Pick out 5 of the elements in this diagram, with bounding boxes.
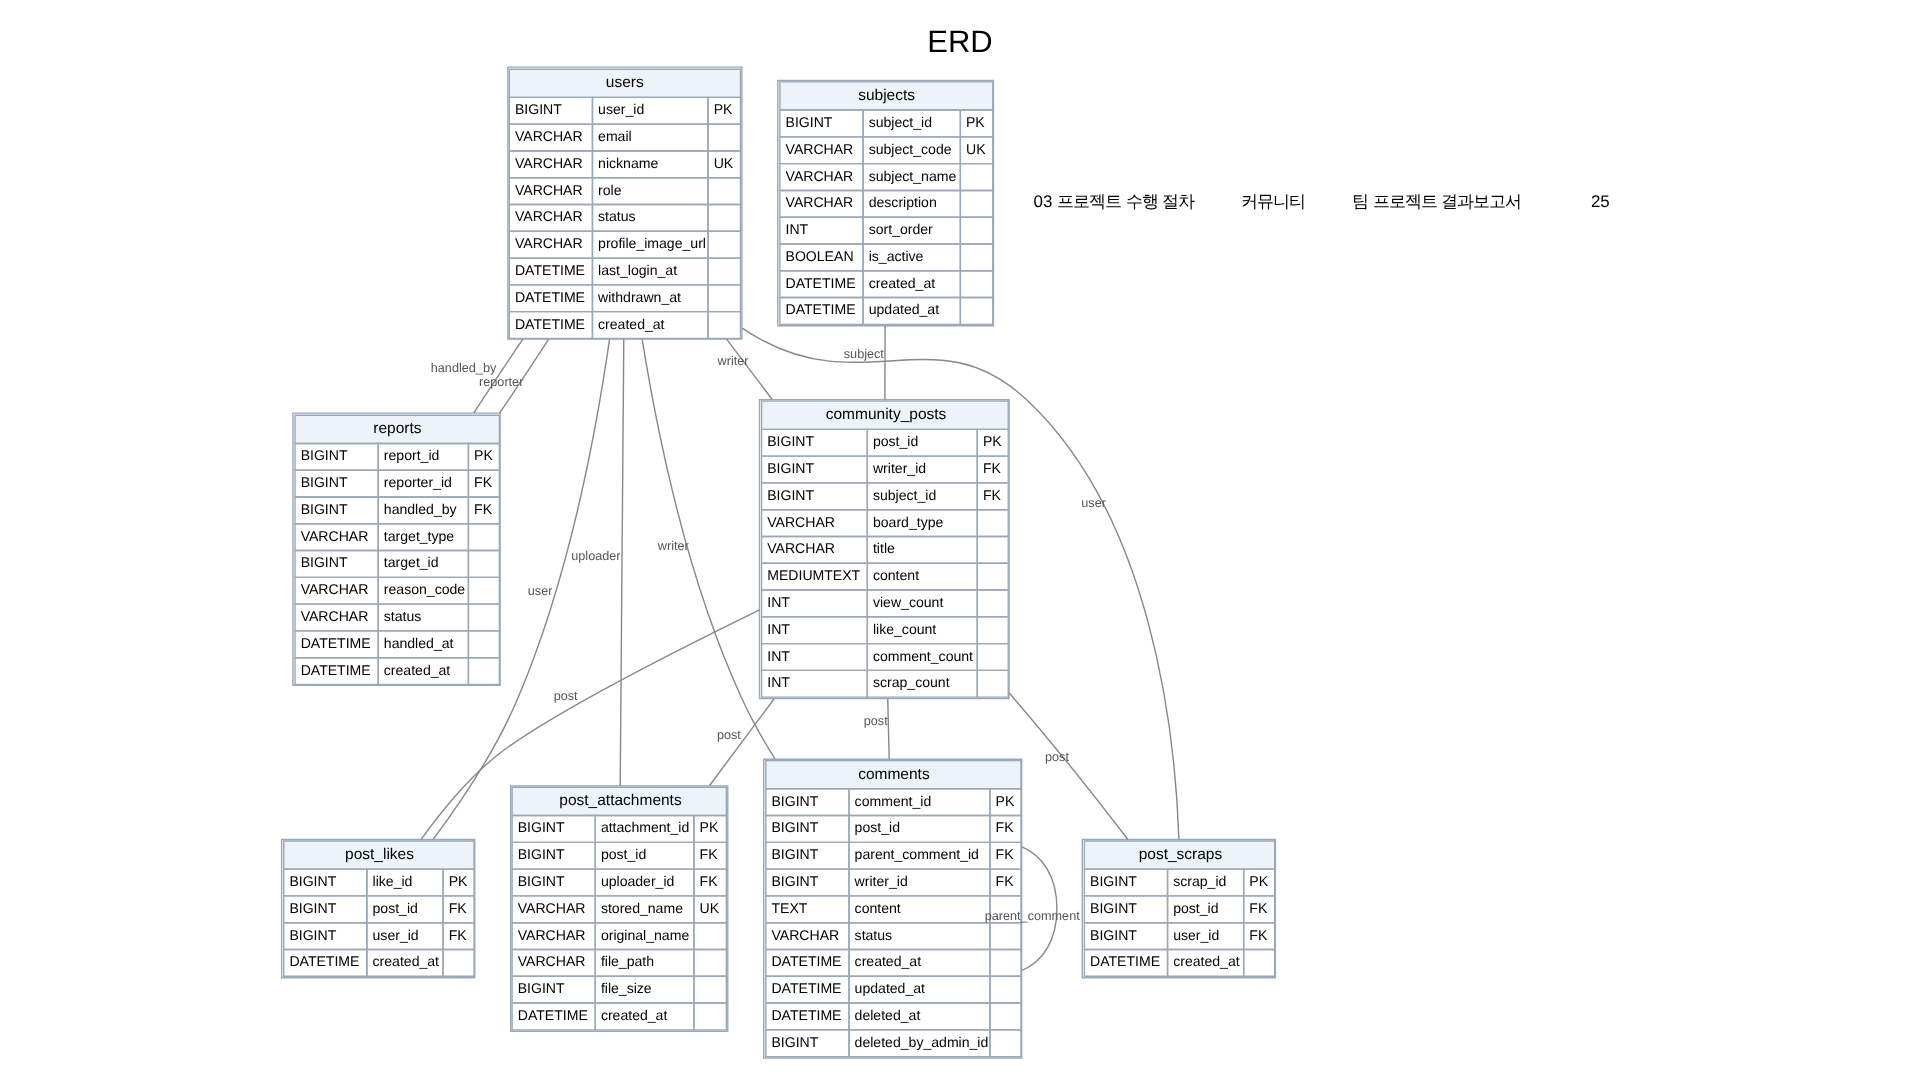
label: 팀 프로젝트 결과보고서 — [1352, 191, 1522, 212]
label: 03 프로젝트 수행 절차 — [1033, 191, 1195, 212]
diagram-title: ERD — [927, 26, 993, 61]
label: 커뮤니티 — [1241, 191, 1306, 212]
label: 25 — [1590, 191, 1610, 212]
